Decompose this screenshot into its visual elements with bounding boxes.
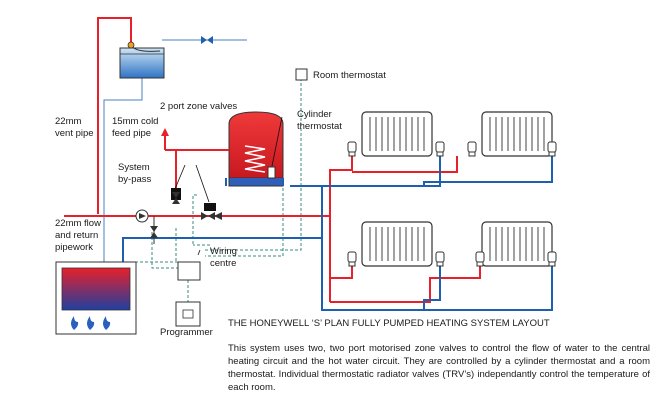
- boiler: [55, 261, 137, 335]
- zone-valve-hot-water: [171, 188, 181, 204]
- label-wiring-centre: Wiring centre: [210, 246, 240, 269]
- label-vent-pipe: 22mm vent pipe: [55, 116, 94, 139]
- room-thermostat-icon: [295, 68, 308, 81]
- label-cold-feed: 15mm cold feed pipe: [112, 116, 161, 139]
- lockshield-icon: [435, 251, 445, 267]
- radiator: [361, 111, 433, 157]
- flow-direction-arrow: [214, 212, 222, 220]
- caption-body: This system uses two, two port motorised…: [228, 343, 650, 393]
- label-cylinder-thermostat: Cylinder thermostat: [297, 109, 342, 132]
- return-pipework: [122, 156, 553, 311]
- trv-icon: [467, 141, 477, 157]
- hot-water-cylinder: [228, 111, 284, 187]
- trv-icon: [347, 141, 357, 157]
- pump-icon: [135, 209, 149, 223]
- lockshield-icon: [547, 141, 557, 157]
- zone-valve-heating: [201, 203, 216, 220]
- system-bypass: [150, 216, 158, 244]
- feed-expansion-tank: [119, 41, 165, 79]
- label-room-thermostat: Room thermostat: [313, 70, 386, 81]
- label-zone-valves: 2 port zone valves: [160, 101, 237, 112]
- caption-title: THE HONEYWELL ‘S’ PLAN FULLY PUMPED HEAT…: [228, 318, 550, 329]
- lockshield-icon: [435, 141, 445, 157]
- label-system-bypass: System by-pass: [118, 162, 152, 185]
- flow-arrow-icon: [161, 128, 169, 136]
- flow-pipework: [64, 134, 481, 303]
- flame-icon: [71, 316, 111, 330]
- wiring-centre-box: [177, 261, 201, 281]
- label-programmer: Programmer: [160, 327, 213, 338]
- lockshield-icon: [547, 251, 557, 267]
- label-flow-return: 22mm flow and return pipework: [55, 218, 104, 253]
- radiator: [481, 221, 553, 267]
- radiator: [361, 221, 433, 267]
- trv-icon: [347, 251, 357, 267]
- programmer: [175, 301, 201, 327]
- radiator: [481, 111, 553, 157]
- stop-valve-icon: [201, 36, 213, 44]
- trv-icon: [475, 251, 485, 267]
